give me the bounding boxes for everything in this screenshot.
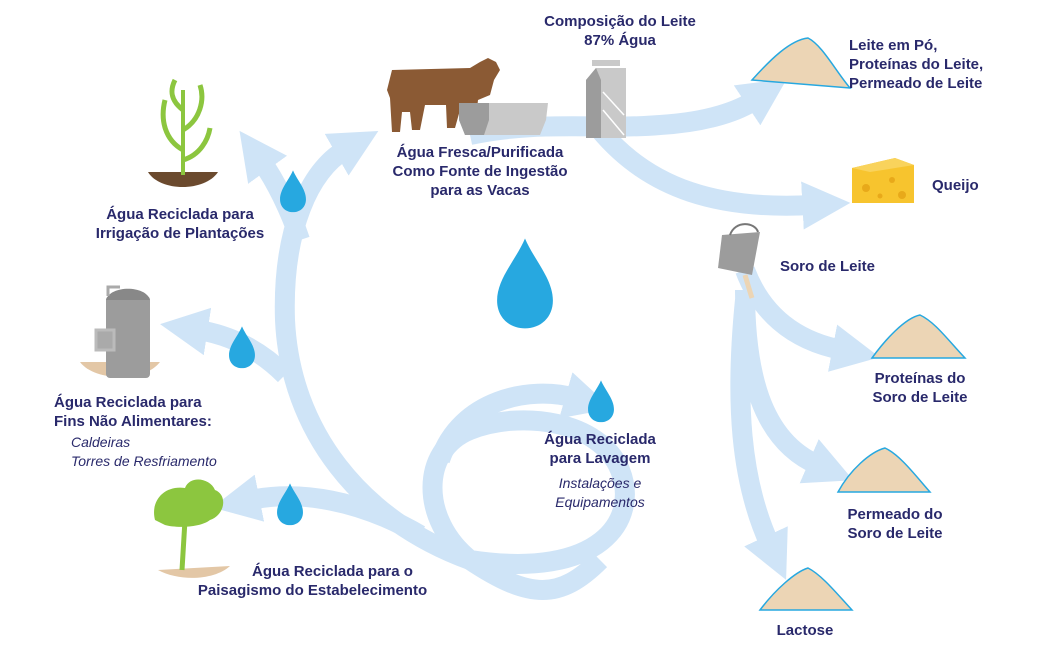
whey-protein-label: Proteínas do Soro de Leite	[855, 369, 985, 407]
milk-powder-line3: Permeado de Leite	[849, 75, 983, 92]
irrigation-label: Água Reciclada para Irrigação de Plantaç…	[60, 205, 300, 243]
milk-powder-pile-icon	[750, 37, 852, 89]
to-whey-protein-arrow	[735, 266, 880, 372]
whey-protein-line1: Proteínas do	[874, 370, 966, 387]
cheese-label: Queijo	[932, 177, 979, 194]
milk-powder-line2: Proteínas do Leite,	[849, 56, 984, 73]
non-food-line1: Água Reciclada para	[54, 394, 202, 411]
non-food-label: Água Reciclada para Fins Não Alimentares…	[54, 393, 212, 431]
facilities-text: Instalações e	[558, 475, 642, 491]
landscaping-line1: Água Reciclada para o	[252, 563, 413, 580]
washing-inner-arrow	[430, 372, 612, 464]
fresh-water-line3: para as Vacas	[430, 182, 530, 199]
boiler-icon	[80, 285, 160, 378]
fresh-water-line1: Água Fresca/Purificada	[396, 144, 564, 161]
irrigation-line2: Irrigação de Plantações	[95, 225, 265, 242]
plant-icon	[148, 78, 218, 187]
milk-carton-icon	[586, 60, 626, 138]
whey-permeate-line1: Permeado do	[847, 506, 943, 523]
landscaping-line2: Paisagismo do Estabelecimento	[197, 582, 428, 599]
fresh-water-line2: Como Fonte de Ingestão	[392, 163, 568, 180]
whey-protein-pile-icon	[870, 314, 967, 359]
whey-permeate-label: Permeado do Soro de Leite	[830, 505, 960, 543]
irrigation-line1: Água Reciclada para	[106, 206, 254, 223]
composition-label: Composição do Leite 87% Água	[520, 12, 720, 50]
milk-powder-label: Leite em Pó, Proteínas do Leite, Permead…	[849, 36, 983, 93]
droplet-icon	[588, 380, 614, 423]
whey-protein-line2: Soro de Leite	[872, 389, 968, 406]
whey-permeate-pile-icon	[836, 447, 932, 493]
washing-sub-label: Instalações e Equipamentos	[530, 474, 670, 512]
non-food-sub-label: Caldeiras Torres de Resfriamento	[71, 433, 217, 471]
equipment-text: Equipamentos	[555, 494, 645, 510]
central-droplet-icon	[497, 238, 553, 329]
boilers-text: Caldeiras	[71, 434, 131, 450]
landscaping-label: Água Reciclada para o Paisagismo do Esta…	[180, 562, 445, 600]
fresh-water-label: Água Fresca/Purificada Como Fonte de Ing…	[370, 143, 590, 200]
trough-icon	[459, 103, 548, 135]
cooling-towers-text: Torres de Resfriamento	[71, 453, 217, 469]
washing-loop-arrow	[422, 410, 635, 600]
lactose-pile-icon	[758, 567, 854, 611]
lactose-label: Lactose	[776, 622, 834, 639]
cheese-icon	[852, 158, 914, 203]
washing-line1: Água Reciclada	[544, 431, 656, 448]
milk-powder-line1: Leite em Pó,	[849, 37, 938, 54]
washing-line2: para Lavagem	[549, 450, 651, 467]
to-lactose-arrow	[730, 299, 788, 580]
to-cheese-arrow	[592, 123, 851, 230]
composition-line1: Composição do Leite	[544, 13, 696, 30]
whey-permeate-line2: Soro de Leite	[847, 525, 943, 542]
non-food-line2: Fins Não Alimentares:	[54, 413, 212, 430]
washing-label: Água Reciclada para Lavagem	[530, 430, 670, 468]
whey-label: Soro de Leite	[780, 258, 876, 275]
tree-icon	[154, 479, 230, 578]
composition-line2: 87% Água	[584, 32, 656, 49]
to-landscaping-arrow	[212, 474, 426, 544]
bucket-icon	[718, 223, 760, 299]
